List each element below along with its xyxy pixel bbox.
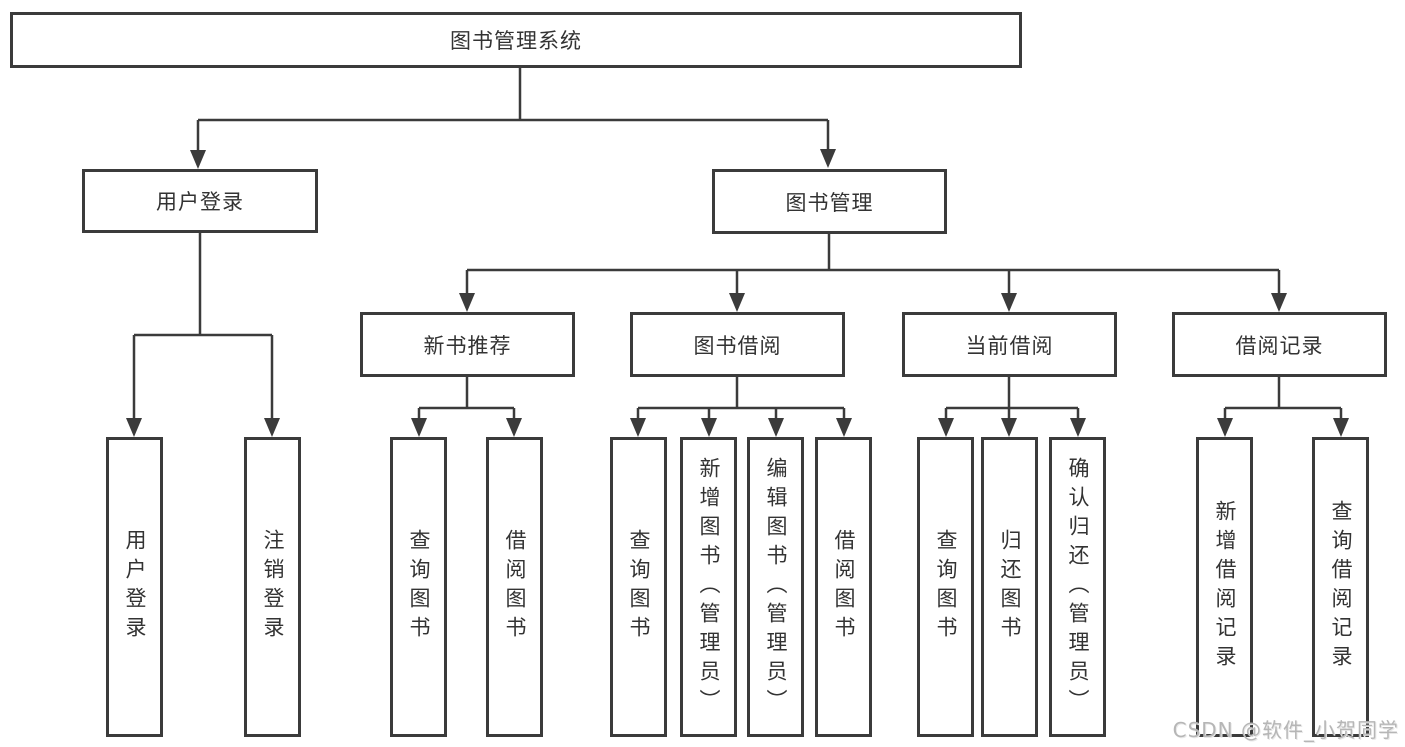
node-new-book-recommend: 新书推荐 [360,312,575,377]
leaf-newbook-query-books: 查询图书 [390,437,447,737]
leaf-current-query-books: 查询图书 [917,437,974,737]
leaf-current-return-books: 归还图书 [981,437,1038,737]
csdn-watermark: CSDN @软件_小贺同学 [1172,718,1399,742]
leaf-records-add-record: 新增借阅记录 [1196,437,1253,737]
leaf-borrow-add-books-admin: 新增图书（管理员） [680,437,737,737]
leaf-user-login: 用户登录 [106,437,163,737]
node-borrow-records: 借阅记录 [1172,312,1387,377]
node-book-management: 图书管理 [712,169,947,234]
node-current-borrow: 当前借阅 [902,312,1117,377]
leaf-logout: 注销登录 [244,437,301,737]
node-book-borrow: 图书借阅 [630,312,845,377]
leaf-current-confirm-return-admin: 确认归还（管理员） [1049,437,1106,737]
leaf-borrow-borrow-books: 借阅图书 [815,437,872,737]
node-root-library-system: 图书管理系统 [10,12,1022,68]
node-user-login: 用户登录 [82,169,318,233]
leaf-newbook-borrow-books: 借阅图书 [486,437,543,737]
leaf-records-query-record: 查询借阅记录 [1312,437,1369,737]
leaf-borrow-query-books: 查询图书 [610,437,667,737]
leaf-borrow-edit-books-admin: 编辑图书（管理员） [747,437,804,737]
